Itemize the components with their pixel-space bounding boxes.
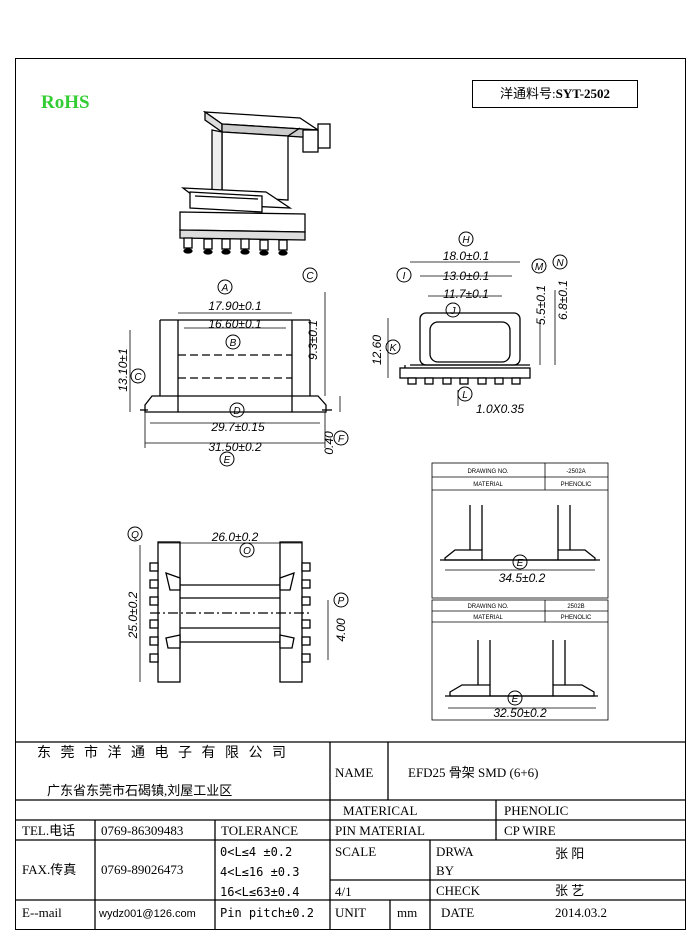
- label-C-left: C: [134, 372, 142, 383]
- tolerance-row-2: 4<L≤16 ±0.3: [220, 865, 300, 879]
- label-N: N: [556, 258, 564, 269]
- pin-material-value: CP WIRE: [504, 823, 556, 838]
- variant-b-drawing-no-label: DRAWING NO.: [467, 604, 508, 610]
- tel-label: TEL.电话: [22, 823, 76, 838]
- part-number: SYT-2502: [555, 86, 611, 101]
- label-E-variant-a: E: [517, 558, 524, 569]
- unit-label: UNIT: [335, 905, 367, 920]
- variant-a-view: [431, 462, 609, 599]
- dim-pitch: 4.00: [334, 618, 348, 642]
- drawn-by-value: 张 阳: [555, 846, 585, 861]
- dim-A: 17.90±0.1: [208, 299, 261, 313]
- tolerance-row-1: 0<L≤4 ±0.2: [220, 845, 293, 859]
- label-P: P: [338, 596, 345, 607]
- rohs-mark: RoHS: [41, 92, 90, 113]
- dim-F: 0.40: [322, 431, 336, 455]
- dim-variant-b: 32.50±0.2: [493, 706, 547, 720]
- scale-value: 4/1: [335, 884, 352, 899]
- reference-circles: [127, 231, 568, 706]
- dim-K: 12.60: [370, 335, 384, 365]
- variant-a-drawing-no: -2502A: [566, 469, 585, 475]
- label-H: H: [462, 235, 470, 246]
- drawn-by-label-2: BY: [436, 863, 455, 878]
- tolerance-label: TOLERANCE: [221, 823, 299, 838]
- name-value: EFD25 骨架 SMD (6+6): [408, 765, 539, 780]
- tolerance-row-3: 16<L≤63±0.4: [220, 885, 300, 899]
- dim-C-left: 13.10±1: [116, 348, 130, 391]
- variant-b-view: [431, 599, 609, 721]
- end-view: [387, 261, 556, 406]
- variant-a-drawing-no-label: DRAWING NO.: [467, 469, 508, 475]
- dim-E: 31.50±0.2: [208, 440, 262, 454]
- variant-b-material-label: MATERIAL: [473, 615, 503, 621]
- fax-value: 0769-89026473: [101, 862, 184, 877]
- side-view: [129, 292, 341, 448]
- isometric-view: [179, 110, 331, 256]
- check-value: 张 艺: [555, 883, 585, 898]
- drawing-sheet: [15, 58, 686, 930]
- dim-D: 29.7±0.15: [210, 420, 265, 434]
- company-name: 东 莞 市 洋 通 电 子 有 限 公 司: [37, 746, 289, 761]
- label-I: I: [403, 271, 406, 282]
- dim-bottom-height: 25.0±0.2: [126, 591, 140, 639]
- tolerance-row-4: Pin pitch±0.2: [220, 906, 314, 920]
- unit-value: mm: [397, 905, 418, 920]
- variant-a-material-label: MATERIAL: [473, 482, 503, 488]
- label-E: E: [224, 455, 231, 466]
- fax-label: FAX.传真: [22, 862, 77, 877]
- label-K: K: [390, 343, 398, 354]
- label-A: A: [221, 283, 229, 294]
- tel-value: 0769-86309483: [101, 823, 184, 838]
- material-value: PHENOLIC: [504, 803, 569, 818]
- date-label: DATE: [441, 905, 475, 920]
- label-D: D: [233, 406, 240, 417]
- material-label: MATERICAL: [343, 803, 418, 818]
- email-label: E--mail: [22, 905, 62, 920]
- bottom-view: [139, 541, 329, 683]
- name-label: NAME: [335, 765, 374, 780]
- company-address: 广东省东莞市石碣镇,刘屋工业区: [47, 783, 233, 798]
- variant-a-material: PHENOLIC: [561, 482, 592, 488]
- email-value: wydz001@126.com: [99, 908, 196, 920]
- dim-C-height: 9.3±0.1: [306, 320, 320, 360]
- dim-B: 16.60±0.1: [208, 317, 261, 331]
- label-F: F: [338, 434, 345, 445]
- label-C-top: C: [306, 271, 314, 282]
- dim-J: 11.7±0.1: [443, 287, 489, 301]
- dim-N: 6.8±0.1: [556, 280, 570, 320]
- label-L: L: [462, 390, 468, 401]
- part-number-box: 洋通料号:SYT-2502: [472, 80, 638, 108]
- variant-b-material: PHENOLIC: [561, 615, 592, 621]
- title-block-grid: [15, 741, 686, 930]
- date-value: 2014.03.2: [555, 905, 607, 920]
- drawn-by-label-1: DRWA: [436, 844, 474, 859]
- variant-b-drawing-no: 2502B: [567, 604, 584, 610]
- dim-I: 13.0±0.1: [443, 269, 490, 283]
- pin-material-label: PIN MATERIAL: [335, 823, 425, 838]
- check-label: CHECK: [436, 883, 481, 898]
- part-number-label: 洋通料号:: [499, 86, 556, 101]
- label-O: O: [243, 546, 251, 557]
- dim-H: 18.0±0.1: [443, 249, 490, 263]
- dim-variant-a: 34.5±0.2: [499, 571, 546, 585]
- label-J: J: [450, 306, 457, 317]
- dim-L: 1.0X0.35: [476, 402, 524, 416]
- label-B: B: [230, 338, 237, 349]
- dim-M: 5.5±0.1: [534, 285, 548, 325]
- label-Q: Q: [131, 530, 139, 541]
- label-M: M: [535, 262, 544, 273]
- dim-bottom-width: 26.0±0.2: [211, 530, 259, 544]
- label-E-variant-b: E: [512, 694, 519, 705]
- scale-label: SCALE: [335, 844, 377, 859]
